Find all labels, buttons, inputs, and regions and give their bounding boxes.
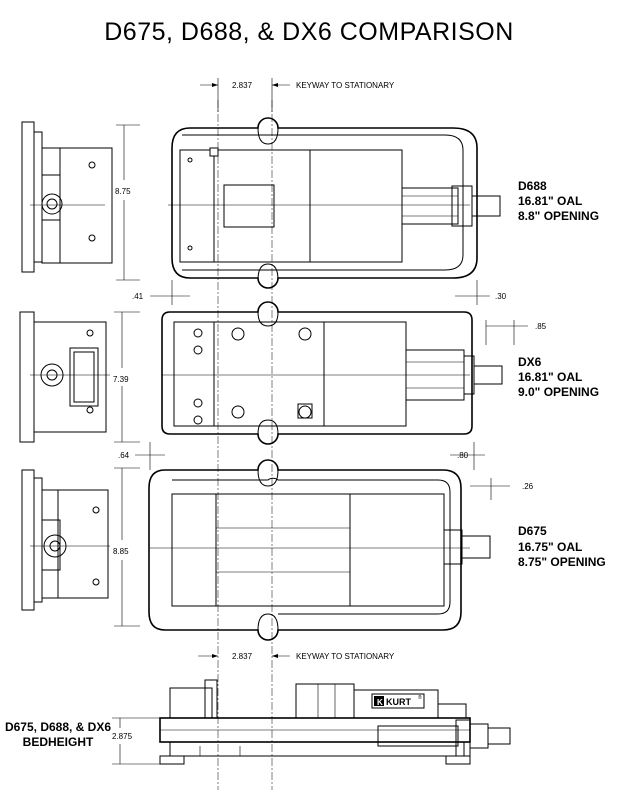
d688-side-view xyxy=(21,121,113,273)
dx6-width-dimension: 7.39 xyxy=(113,311,140,443)
dx6-right-offset2: .85 xyxy=(535,322,547,331)
bedheight-value: 2.875 xyxy=(112,732,133,741)
d675-top-view xyxy=(148,459,491,641)
d675-oal: 16.75" OAL xyxy=(518,540,582,554)
kurt-logo: KURT xyxy=(386,697,411,707)
bedheight-dimension: 2.875 xyxy=(112,717,160,765)
d688-opening: 8.8" OPENING xyxy=(518,209,599,223)
dx6-label: DX6 16.81" OAL 9.0" OPENING xyxy=(518,355,599,399)
dx6-right-offset: .80 xyxy=(457,451,469,460)
d688-left-offset: .41 xyxy=(132,292,144,301)
d675-opening: 8.75" OPENING xyxy=(518,555,606,569)
bedheight-label: D675, D688, & DX6 BEDHEIGHT xyxy=(5,720,111,749)
bedheight-line2: BEDHEIGHT xyxy=(23,735,94,749)
d675-right-offset: .26 xyxy=(522,482,534,491)
d688-name: D688 xyxy=(518,179,547,193)
d675-width-dimension: 8.85 xyxy=(113,467,140,627)
d675-name: D675 xyxy=(518,524,547,538)
keyway-note-bottom: KEYWAY TO STATIONARY xyxy=(296,652,395,661)
dx6-name: DX6 xyxy=(518,355,542,369)
d688-offset-dimensions: .41 .30 xyxy=(132,280,507,305)
keyway-value-bottom: 2.837 xyxy=(232,652,253,661)
dx6-top-view xyxy=(161,301,503,445)
d675-label: D675 16.75" OAL 8.75" OPENING xyxy=(518,524,606,569)
dx6-offset-dimensions: .85 .64 .80 xyxy=(118,320,547,470)
d675-side-view xyxy=(21,469,110,611)
d688-top-view xyxy=(168,117,501,289)
d688-right-offset: .30 xyxy=(495,292,507,301)
front-elevation: K KURT ® xyxy=(159,679,511,765)
dx6-left-offset: .64 xyxy=(118,451,130,460)
dx6-width-value: 7.39 xyxy=(113,375,129,384)
page-title: D675, D688, & DX6 COMPARISON xyxy=(104,18,514,46)
dx6-oal: 16.81" OAL xyxy=(518,370,582,384)
keyway-dimension-top: 2.837 KEYWAY TO STATIONARY xyxy=(200,78,395,112)
keyway-dimension-bottom: 2.837 KEYWAY TO STATIONARY xyxy=(198,652,395,661)
keyway-value-top: 2.837 xyxy=(232,81,253,90)
bedheight-line1: D675, D688, & DX6 xyxy=(5,720,111,734)
registered-mark: ® xyxy=(418,694,422,701)
d688-width-value: 8.75 xyxy=(115,187,131,196)
d675-offset-dimensions: .26 xyxy=(470,478,534,500)
d675-width-value: 8.85 xyxy=(113,547,129,556)
svg-text:K: K xyxy=(377,698,383,707)
d688-oal: 16.81" OAL xyxy=(518,194,582,208)
dx6-opening: 9.0" OPENING xyxy=(518,385,599,399)
d688-label: D688 16.81" OAL 8.8" OPENING xyxy=(518,179,599,223)
keyway-note-top: KEYWAY TO STATIONARY xyxy=(296,81,395,90)
d688-width-dimension: 8.75 xyxy=(115,124,140,281)
dx6-side-view xyxy=(19,311,110,443)
